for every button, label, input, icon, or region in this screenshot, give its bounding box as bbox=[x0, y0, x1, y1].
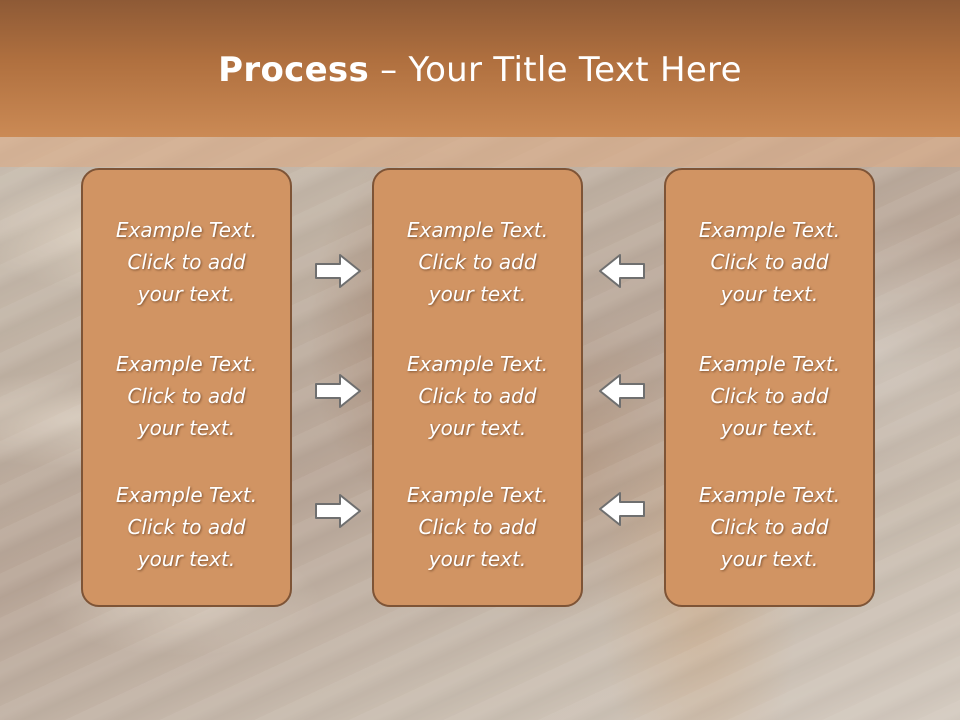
text-placeholder[interactable]: Example Text. Click to add your text. bbox=[406, 218, 549, 306]
arrow-right-icon bbox=[315, 494, 361, 528]
title-bold: Process bbox=[218, 50, 370, 90]
middle-box[interactable]: Example Text. Click to add your text. Ex… bbox=[372, 168, 583, 607]
left-box[interactable]: Example Text. Click to add your text. Ex… bbox=[81, 168, 292, 607]
text-placeholder[interactable]: Example Text. Click to add your text. bbox=[406, 483, 549, 571]
arrow-left-icon bbox=[599, 374, 645, 408]
arrow-left-icon bbox=[599, 492, 645, 526]
text-placeholder[interactable]: Example Text. Click to add your text. bbox=[406, 352, 549, 440]
text-placeholder[interactable]: Example Text. Click to add your text. bbox=[115, 352, 258, 440]
title-rest: – Your Title Text Here bbox=[369, 50, 742, 90]
text-placeholder[interactable]: Example Text. Click to add your text. bbox=[115, 218, 258, 306]
arrow-right-icon bbox=[315, 254, 361, 288]
title-bar bbox=[0, 0, 960, 137]
arrow-right-icon bbox=[315, 374, 361, 408]
right-box[interactable]: Example Text. Click to add your text. Ex… bbox=[664, 168, 875, 607]
text-placeholder[interactable]: Example Text. Click to add your text. bbox=[698, 218, 841, 306]
arrow-left-icon bbox=[599, 254, 645, 288]
text-placeholder[interactable]: Example Text. Click to add your text. bbox=[698, 352, 841, 440]
slide-title[interactable]: Process – Your Title Text Here bbox=[0, 50, 960, 90]
text-placeholder[interactable]: Example Text. Click to add your text. bbox=[115, 483, 258, 571]
text-placeholder[interactable]: Example Text. Click to add your text. bbox=[698, 483, 841, 571]
title-strip bbox=[0, 137, 960, 167]
